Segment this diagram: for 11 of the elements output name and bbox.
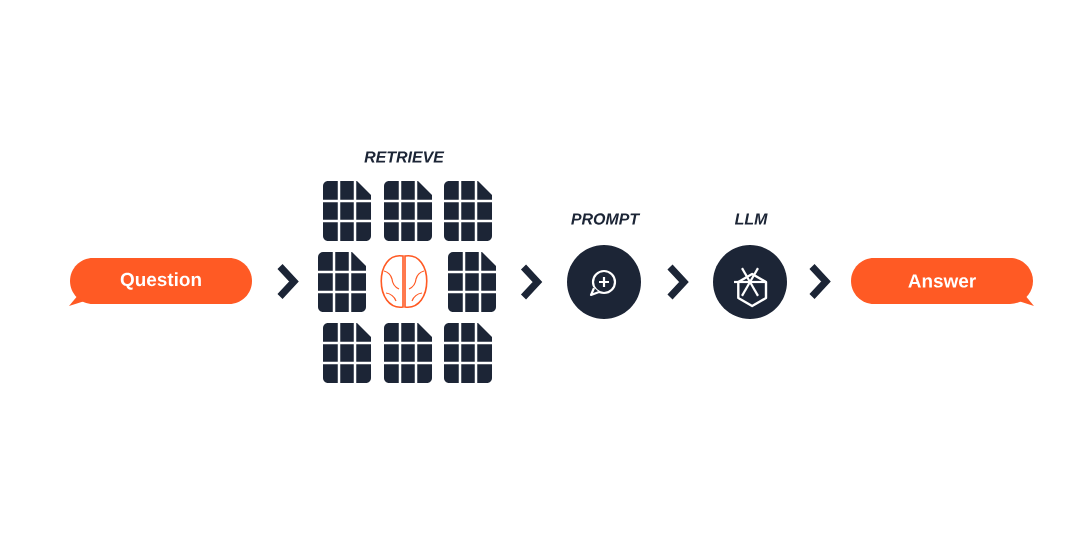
speech-bubble: Answer xyxy=(851,258,1034,306)
chevron-arrow xyxy=(809,264,831,299)
chevron-arrow xyxy=(520,264,543,300)
speech-bubble: Question xyxy=(69,258,252,306)
chevron-arrow xyxy=(667,264,689,300)
circle-icon xyxy=(567,245,641,319)
heading: RETRIEVE xyxy=(364,151,445,163)
chevron-arrow xyxy=(277,264,299,299)
heading: PROMPT xyxy=(571,213,641,225)
heading: LLM xyxy=(734,213,768,225)
circle-icon xyxy=(713,245,787,319)
